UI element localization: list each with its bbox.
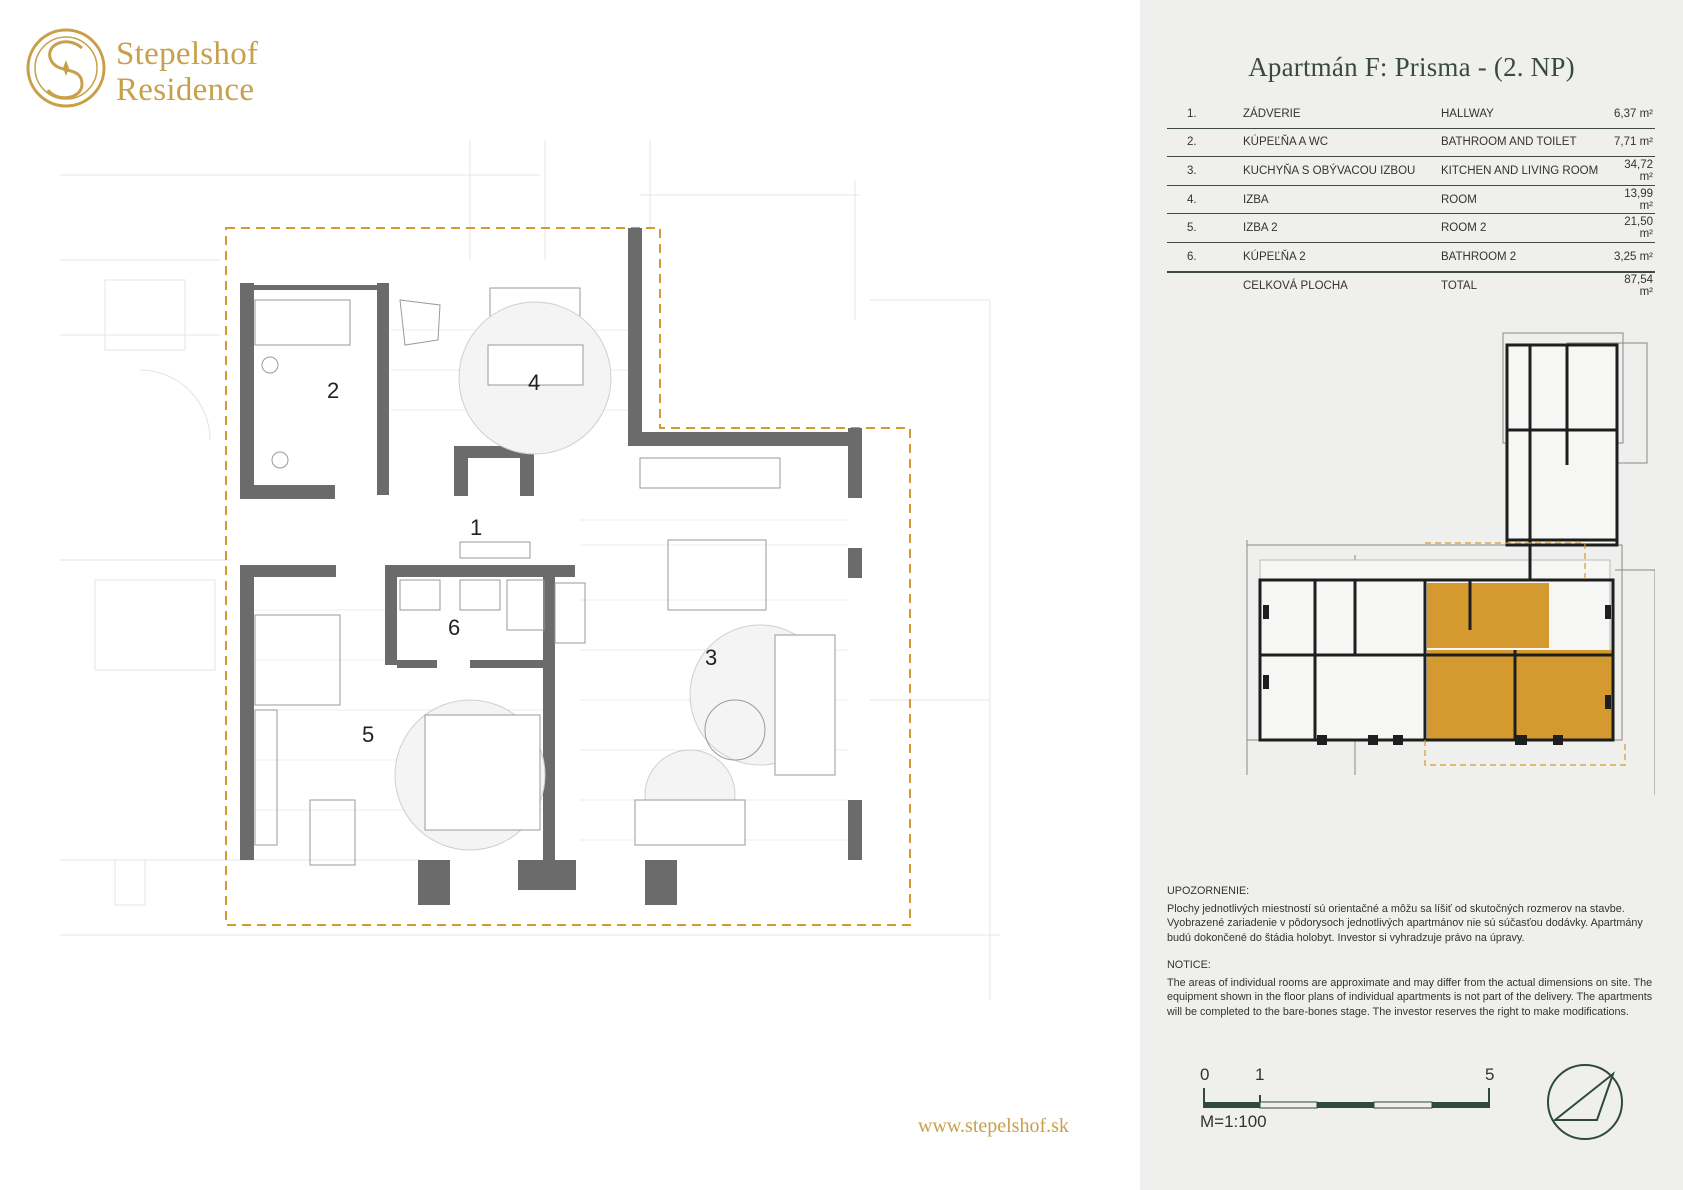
- notice-english: NOTICE: The areas of individual rooms ar…: [1167, 958, 1657, 1019]
- room-area-table: 1. ZÁDVERIE HALLWAY 6,37 m² 2. KÚPEĽŇA A…: [1167, 100, 1655, 300]
- scale-ratio: M=1:100: [1200, 1112, 1267, 1130]
- room-number-4: 4: [528, 370, 540, 395]
- table-row: 1. ZÁDVERIE HALLWAY 6,37 m²: [1167, 100, 1655, 129]
- logo-emblem-icon: [26, 28, 106, 108]
- table-row: 3. KUCHYŇA S OBÝVACOU IZBOU KITCHEN AND …: [1167, 156, 1655, 186]
- table-row: 2. KÚPEĽŇA A WC BATHROOM AND TOILET 7,71…: [1167, 128, 1655, 158]
- apartment-title: Apartmán F: Prisma - (2. NP): [1248, 52, 1575, 82]
- brand-name-line2: Residence: [116, 72, 255, 108]
- room-number-6: 6: [448, 615, 460, 640]
- info-panel: Apartmán F: Prisma - (2. NP) 1. ZÁDVERIE…: [1140, 0, 1683, 1190]
- scale-tick-1: 1: [1255, 1065, 1264, 1084]
- table-row: 6. KÚPEĽŇA 2 BATHROOM 2 3,25 m²: [1167, 242, 1655, 273]
- notice-english-heading: NOTICE:: [1167, 959, 1211, 971]
- table-row: 5. IZBA 2 ROOM 2 21,50 m²: [1167, 213, 1655, 243]
- room-number-5: 5: [362, 722, 374, 747]
- notice-slovak: UPOZORNENIE: Plochy jednotlivých miestno…: [1167, 884, 1657, 945]
- table-total-row: CELKOVÁ PLOCHA TOTAL 87,54 m²: [1243, 274, 1653, 299]
- scale-tick-5: 5: [1485, 1065, 1494, 1084]
- apartment-floor-plan: 1 2 3 4 5 6: [60, 140, 1000, 1000]
- scale-bar: 0 1 5 M=1:100: [1200, 1065, 1494, 1130]
- table-row: 4. IZBA ROOM 13,99 m²: [1167, 185, 1655, 215]
- room-number-1: 1: [470, 515, 482, 540]
- notice-slovak-text: Plochy jednotlivých miestností sú orient…: [1167, 902, 1643, 944]
- room-number-2: 2: [327, 378, 339, 403]
- brand-name-line1: Stepelshof: [116, 36, 259, 72]
- room-number-3: 3: [705, 645, 717, 670]
- floor-plan-area: Stepelshof Residence: [26, 26, 1069, 1137]
- notice-english-text: The areas of individual rooms are approx…: [1167, 976, 1653, 1018]
- notice-slovak-heading: UPOZORNENIE:: [1167, 885, 1250, 897]
- building-key-plan: [1246, 332, 1655, 795]
- north-arrow-icon: [1547, 1064, 1623, 1140]
- website-url: www.stepelshof.sk: [918, 1115, 1069, 1137]
- scale-tick-0: 0: [1200, 1065, 1209, 1084]
- brand-logo: Stepelshof Residence: [26, 26, 296, 118]
